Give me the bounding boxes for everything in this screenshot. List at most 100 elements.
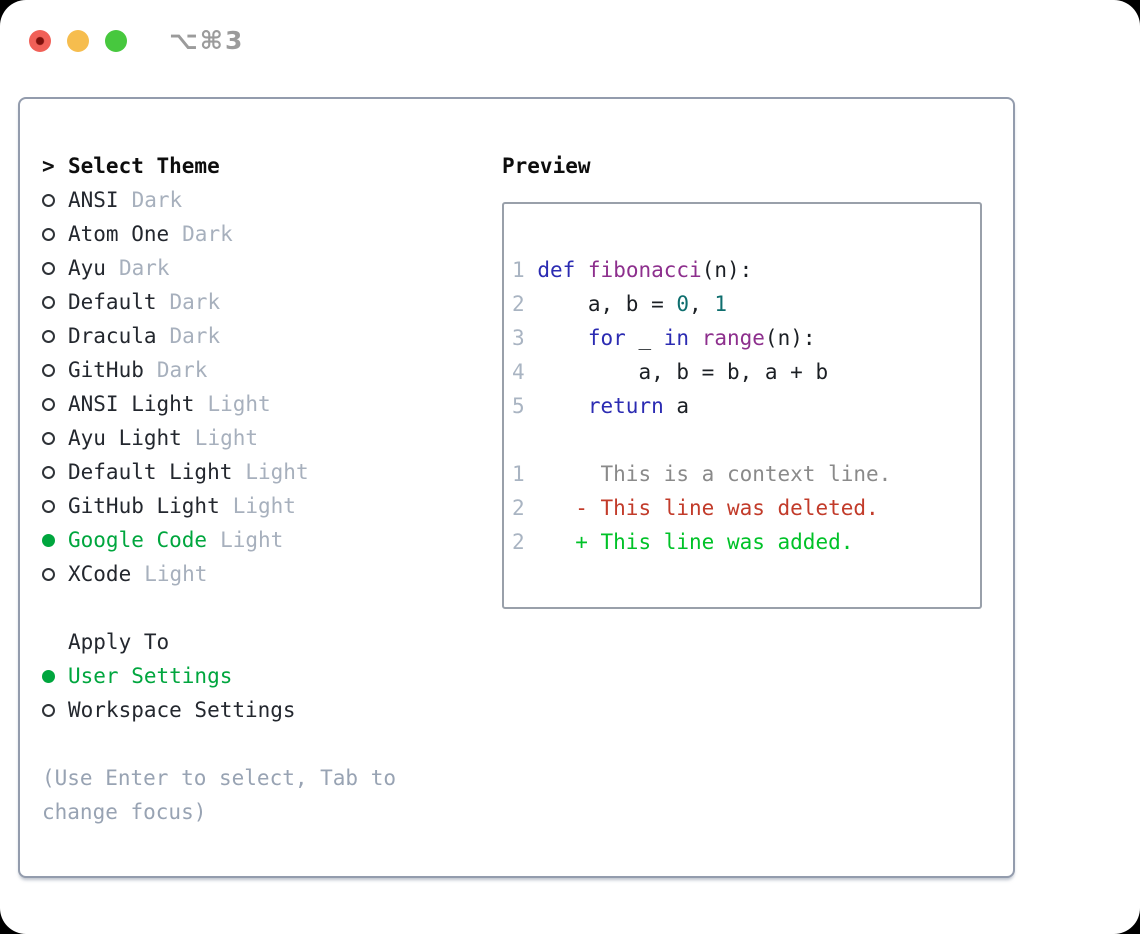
code-line: 3 for _ in range(n): <box>512 321 980 355</box>
radio-icon[interactable] <box>42 533 55 547</box>
radio-icon[interactable] <box>42 499 55 513</box>
radio-icon[interactable] <box>42 261 55 275</box>
radio-icon[interactable] <box>42 193 55 207</box>
code-segment-num: 4 <box>512 360 525 384</box>
theme-option-ayu-light[interactable]: Ayu Light Light <box>42 421 396 455</box>
radio-icon[interactable] <box>42 669 55 683</box>
radio-icon[interactable] <box>42 567 55 581</box>
apply-option-workspace-settings[interactable]: Workspace Settings <box>42 693 396 727</box>
minimize-button[interactable] <box>67 29 89 52</box>
theme-variant-label: Dark <box>182 222 233 246</box>
code-segment-num: 2 <box>512 530 525 554</box>
radio-icon[interactable] <box>42 295 55 309</box>
theme-name: GitHub <box>68 358 144 382</box>
code-segment-num: 2 <box>512 496 525 520</box>
radio-icon[interactable] <box>42 465 55 479</box>
code-segment-kwd: return <box>587 394 664 418</box>
window-title: ⌥⌘3 <box>169 26 245 55</box>
preview-title: Preview <box>502 154 591 178</box>
code-segment-kwd: for <box>587 326 626 350</box>
hint-line-2: change focus) <box>42 800 207 824</box>
theme-variant-label: Light <box>207 392 271 416</box>
code-segment-pln: a <box>663 394 690 418</box>
theme-variant-label: Light <box>194 426 259 450</box>
theme-option-github-light[interactable]: GitHub Light Light <box>42 489 396 523</box>
theme-option-github[interactable]: GitHub Dark <box>42 353 396 387</box>
code-line: 4 a, b = b, a + b <box>512 355 980 389</box>
code-line <box>512 423 980 457</box>
code-segment-pln <box>525 326 588 350</box>
theme-name: Default <box>68 290 157 314</box>
spacer <box>42 727 396 761</box>
close-button[interactable] <box>29 29 51 52</box>
code-segment-num: 5 <box>512 394 525 418</box>
theme-name: Atom One <box>68 222 170 246</box>
prompt-caret-icon: > <box>42 154 55 178</box>
theme-option-ansi[interactable]: ANSI Dark <box>42 183 396 217</box>
code-segment-num: 1 <box>512 258 525 282</box>
theme-name: Ayu Light <box>68 426 182 450</box>
radio-icon[interactable] <box>42 397 55 411</box>
theme-name: Dracula <box>68 324 157 348</box>
zoom-button[interactable] <box>105 29 127 52</box>
apply-to-title: Apply To <box>68 630 170 654</box>
radio-icon[interactable] <box>42 363 55 377</box>
code-segment-pln <box>689 326 702 350</box>
code-segment-pln: , <box>689 292 715 316</box>
theme-name: Google Code <box>68 528 208 552</box>
preview-column: Preview 1 def fibonacci(n):2 a, b = 0, 1… <box>502 149 982 609</box>
code-line: 2 - This line was deleted. <box>512 491 980 525</box>
theme-variant-label: Dark <box>156 358 208 382</box>
spacer <box>42 591 396 625</box>
theme-option-default-light[interactable]: Default Light Light <box>42 455 396 489</box>
code-segment-pln: a, b = b, a + b <box>524 360 829 384</box>
theme-name: Default Light <box>68 460 233 484</box>
code-line: 5 return a <box>512 389 980 423</box>
theme-variant-label: Light <box>232 494 296 518</box>
code-segment-typ: range <box>701 326 765 350</box>
theme-name: GitHub Light <box>68 494 220 518</box>
code-segment-pln: a, b = <box>524 292 677 316</box>
theme-name: Ayu <box>68 256 106 280</box>
radio-icon[interactable] <box>42 431 55 445</box>
radio-icon[interactable] <box>42 329 55 343</box>
hint-line-1: (Use Enter to select, Tab to <box>42 766 397 790</box>
code-segment-pln: (n): <box>701 258 753 282</box>
radio-icon[interactable] <box>42 703 55 717</box>
code-segment-pln: (n): <box>764 326 816 350</box>
radio-icon[interactable] <box>42 227 55 241</box>
apply-to-header: Apply To <box>42 625 396 659</box>
code-segment-kwd: def <box>537 258 576 282</box>
code-line: 1 This is a context line. <box>512 457 980 491</box>
code-segment-lit: 0 <box>676 292 690 316</box>
code-segment-typ: fibonacci <box>587 258 702 282</box>
code-segment-add: + This line was added. <box>524 530 854 554</box>
theme-variant-label: Dark <box>169 290 221 314</box>
code-segment-pln <box>512 428 525 452</box>
code-segment-num: 1 <box>512 462 525 486</box>
code-segment-kwd: in <box>663 326 690 350</box>
theme-variant-label: Dark <box>131 188 183 212</box>
titlebar: ⌥⌘3 <box>29 26 244 55</box>
apply-option-user-settings[interactable]: User Settings <box>42 659 396 693</box>
theme-name: ANSI <box>68 188 119 212</box>
code-segment-pln <box>525 394 588 418</box>
code-line: 2 a, b = 0, 1 <box>512 287 980 321</box>
select-theme-title: Select Theme <box>68 154 220 178</box>
code-line: 2 + This line was added. <box>512 525 980 559</box>
theme-variant-label: Light <box>245 460 309 484</box>
apply-option-label: User Settings <box>68 664 233 688</box>
theme-option-default[interactable]: Default Dark <box>42 285 396 319</box>
theme-option-atom-one[interactable]: Atom One Dark <box>42 217 396 251</box>
